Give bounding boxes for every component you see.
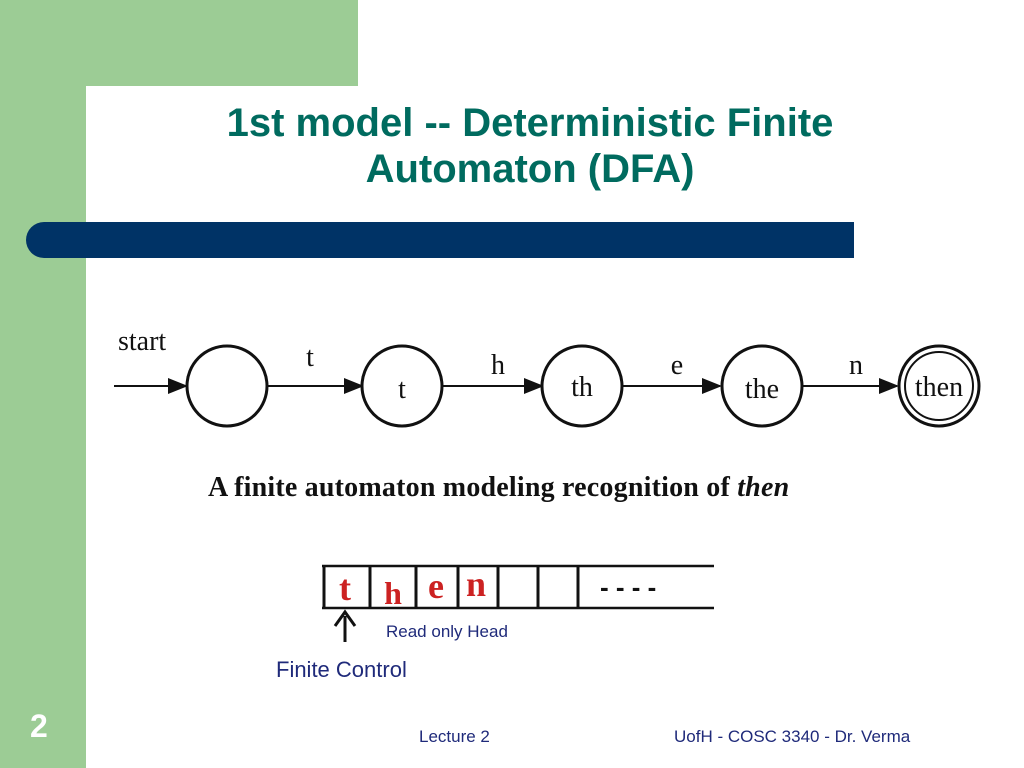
- tape-cell-letter: t: [339, 568, 351, 608]
- tape-continuation: - - - -: [600, 572, 656, 602]
- footer-lecture: Lecture 2: [419, 727, 490, 746]
- tape-cell-letter: n: [466, 564, 486, 604]
- diagram-caption: A finite automaton modeling recognition …: [208, 472, 789, 504]
- state-q3: the: [720, 344, 804, 428]
- title-line-1: 1st model -- Deterministic Finite: [226, 101, 834, 145]
- state-label: th: [571, 372, 593, 403]
- caption-text: A finite automaton modeling recognition …: [208, 472, 738, 503]
- transition-label: h: [491, 350, 505, 381]
- top-green-panel: [0, 0, 358, 86]
- state-q0: [185, 344, 269, 428]
- tape-cell-letter: h: [384, 575, 402, 611]
- read-head-arrow: [333, 609, 357, 642]
- accepting-state: then: [897, 344, 981, 428]
- state-label: the: [745, 374, 779, 405]
- state-label: then: [915, 372, 963, 403]
- slide-title: 1st model -- Deterministic Finite Automa…: [130, 100, 930, 192]
- footer-course: UofH - COSC 3340 - Dr. Verma: [674, 727, 911, 746]
- transition-label: t: [306, 342, 314, 373]
- caption-word: then: [737, 472, 790, 503]
- input-tape: t h e n - - - -: [322, 564, 714, 642]
- content-corner: [86, 86, 166, 166]
- title-divider-bar: [26, 222, 854, 258]
- read-head-label: Read only Head: [386, 622, 508, 641]
- slide-number: 2: [30, 708, 48, 744]
- state-label: t: [398, 374, 406, 405]
- transition-label: e: [671, 350, 683, 381]
- start-label: start: [118, 326, 166, 357]
- tape-cell-letter: e: [428, 566, 444, 606]
- finite-control-label: Finite Control: [276, 657, 407, 682]
- transition-label: n: [849, 350, 863, 381]
- state-q1: t: [360, 344, 444, 428]
- state-q2: th: [540, 344, 624, 428]
- title-line-2: Automaton (DFA): [365, 147, 695, 191]
- dfa-diagram: start t t h th e the n then: [114, 326, 981, 428]
- left-green-panel: [0, 0, 86, 768]
